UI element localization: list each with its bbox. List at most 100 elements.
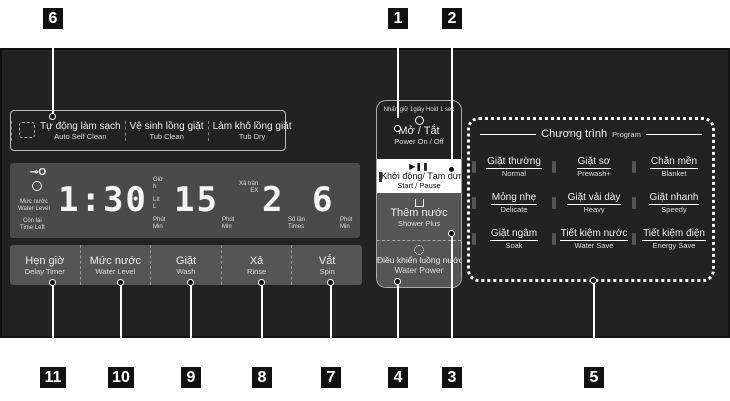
- label: Mức nước: [89, 254, 142, 267]
- leader-line: [451, 234, 453, 367]
- water-power-button[interactable]: Điều khiển luồng nước Water Power: [377, 241, 462, 287]
- start-pause-button[interactable]: ▶❚❚ Khởi động/ Tạm dừng Start / Pause: [377, 159, 461, 193]
- hold-note: Nhấn giữ 1giây Hold 1 sec: [383, 107, 455, 113]
- label-en: Normal: [501, 169, 527, 178]
- spin-digits: 6: [312, 180, 335, 220]
- wash-digits: 15: [174, 180, 219, 220]
- leader-dot: [448, 230, 455, 237]
- program-indicator: [472, 161, 476, 173]
- leader-line: [397, 283, 399, 367]
- leader-line: [397, 29, 399, 118]
- callout-7: 7: [321, 367, 341, 388]
- callout-10: 10: [108, 367, 134, 388]
- label-en: Water Save: [574, 241, 614, 250]
- label: Giặt thường: [486, 156, 542, 169]
- leader-dot: [258, 279, 265, 286]
- program-indicator: [552, 233, 556, 245]
- program-indicator: [632, 197, 636, 209]
- unit-liter: Lít: [153, 197, 160, 203]
- unit-hour-en: h: [153, 184, 157, 190]
- program-indicator: [472, 197, 476, 209]
- power-icon: [414, 116, 424, 125]
- time-left-indicator-en: Time Left: [20, 225, 45, 231]
- unit-liter-en: L: [153, 204, 157, 210]
- leader-dot: [49, 279, 56, 286]
- label-en: Auto Self Clean: [54, 131, 107, 141]
- leader-line: [120, 284, 122, 367]
- water-flow-icon: [414, 245, 424, 255]
- label: Vắt: [318, 254, 336, 267]
- label: Điều khiển luồng nước: [377, 255, 462, 265]
- program-title-en: Program: [612, 129, 641, 139]
- leader-dot: [394, 125, 401, 132]
- leader-line: [451, 29, 453, 170]
- label-en: Heavy: [583, 205, 605, 214]
- label-en: Tub Dry: [238, 131, 266, 141]
- leader-dot: [590, 277, 597, 284]
- label-en: Start / Pause: [397, 181, 441, 190]
- unit-min: Phút: [340, 217, 353, 223]
- label: Làm khô lồng giặt: [212, 120, 292, 132]
- label: Tiết kiệm điện: [642, 228, 706, 241]
- overflow-rinse-indicator: Xả tràn: [239, 181, 259, 187]
- label-en: Delay Timer: [24, 266, 65, 276]
- leader-dot: [117, 279, 124, 286]
- callout-9: 9: [181, 367, 201, 388]
- leader-dot: [394, 278, 401, 285]
- water-level-indicator-en: Water Level: [18, 206, 50, 212]
- label: Khởi động/ Tạm dừng: [381, 171, 462, 181]
- program-indicator: [552, 161, 556, 173]
- label-en: Rinse: [246, 266, 267, 276]
- label: Giặt vải dày: [566, 192, 622, 205]
- unit-times: Số lần: [288, 217, 306, 223]
- overflow-rinse-indicator-en: EX: [250, 188, 259, 194]
- power-button[interactable]: Nhấn giữ 1giây Hold 1 sec Mở / Tắt Power…: [377, 101, 461, 158]
- label: Mở / Tắt: [398, 125, 440, 137]
- label-en: Tub Clean: [149, 131, 184, 141]
- callout-4: 4: [388, 367, 408, 388]
- label: Giặt sơ: [576, 156, 612, 169]
- label-en: Power On / Off: [394, 137, 444, 146]
- unit-min-en: Min: [222, 224, 232, 230]
- label-en: Wash: [176, 266, 196, 276]
- callout-5: 5: [584, 367, 604, 388]
- callout-2: 2: [442, 8, 462, 29]
- callout-11: 11: [40, 367, 66, 388]
- shower-plus-button[interactable]: Thêm nước Shower Plus: [377, 193, 461, 241]
- unit-min: Phút: [153, 217, 166, 223]
- leader-dot: [327, 279, 334, 286]
- label: Tiết kiệm nước: [559, 228, 629, 241]
- leader-dot: [49, 113, 56, 120]
- label: Giặt nhanh: [648, 192, 700, 205]
- callout-6: 6: [43, 8, 63, 29]
- program-indicator: [472, 233, 476, 245]
- leader-dot: [448, 166, 455, 173]
- rinse-digits: 2: [262, 180, 285, 220]
- callout-1: 1: [388, 8, 408, 29]
- label-en: Shower Plus: [397, 219, 441, 228]
- label: Mỏng nhẹ: [490, 192, 538, 205]
- program-title: Chương trình: [541, 128, 608, 140]
- label-en: Soak: [505, 241, 523, 250]
- callout-3: 3: [442, 367, 462, 388]
